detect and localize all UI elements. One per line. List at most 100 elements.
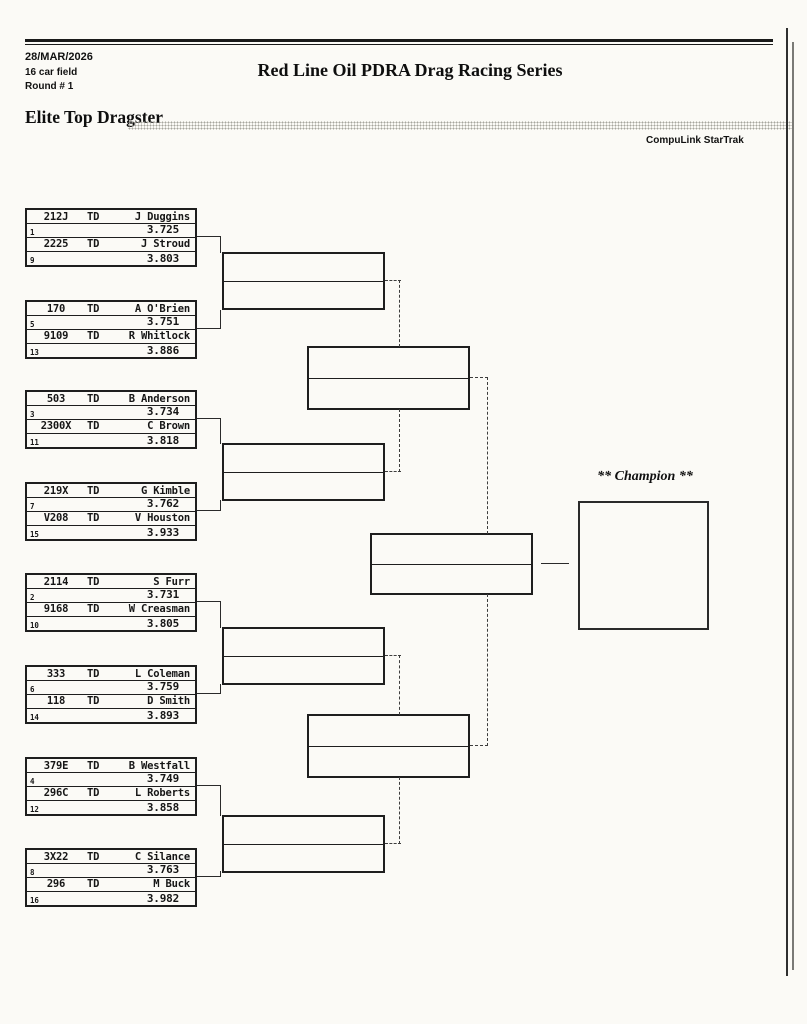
page-edge-line-outer bbox=[792, 42, 794, 970]
elapsed-time: 3.858 bbox=[146, 800, 179, 814]
class-code: TD bbox=[87, 667, 100, 680]
entry-time-row: 11 3.818 bbox=[27, 434, 195, 447]
entry-name-row: 333 TD L Coleman bbox=[27, 667, 195, 682]
round2-box-3 bbox=[222, 627, 385, 685]
divider-band bbox=[128, 121, 792, 130]
class-code: TD bbox=[87, 695, 100, 708]
connector-line bbox=[220, 785, 221, 816]
seed-number: 15 bbox=[30, 530, 39, 539]
elapsed-time: 3.803 bbox=[146, 251, 179, 265]
class-code: TD bbox=[87, 512, 100, 525]
bracket-entry: 9168 TD W Creasman 10 3.805 bbox=[27, 603, 195, 630]
entry-name-row: 503 TD B Anderson bbox=[27, 392, 195, 407]
connector-line bbox=[220, 310, 221, 329]
round2-box-1 bbox=[222, 252, 385, 310]
car-number: 503 bbox=[46, 392, 66, 405]
entry-time-row: 13 3.886 bbox=[27, 344, 195, 357]
driver-name: A O'Brien bbox=[134, 302, 190, 315]
entry-time-row: 6 3.759 bbox=[27, 681, 195, 695]
seed-number: 13 bbox=[30, 348, 39, 357]
entry-name-row: 3X22 TD C Silance bbox=[27, 850, 195, 865]
bracket-entry: 9109 TD R Whitlock 13 3.886 bbox=[27, 330, 195, 357]
winner-slot-top bbox=[224, 254, 383, 281]
seed-number: 5 bbox=[30, 319, 35, 329]
pairing-box-8: 3X22 TD C Silance 8 3.763 296 TD M Buck … bbox=[25, 848, 197, 907]
entry-name-row: 170 TD A O'Brien bbox=[27, 302, 195, 317]
connector-line bbox=[197, 693, 221, 694]
elapsed-time: 3.762 bbox=[146, 497, 179, 511]
entry-name-row: 296 TD M Buck bbox=[27, 878, 195, 893]
connector-line bbox=[197, 785, 221, 786]
connector-line bbox=[197, 328, 221, 329]
entry-time-row: 10 3.805 bbox=[27, 617, 195, 630]
winner-slot-top bbox=[224, 629, 383, 656]
entry-time-row: 8 3.763 bbox=[27, 864, 195, 878]
car-number: 296C bbox=[43, 787, 69, 800]
driver-name: G Kimble bbox=[141, 484, 190, 497]
class-code: TD bbox=[87, 850, 100, 863]
bracket-entry: 503 TD B Anderson 3 3.734 bbox=[27, 392, 195, 420]
entry-time-row: 1 3.725 bbox=[27, 224, 195, 238]
connector-line bbox=[220, 684, 221, 694]
seed-number: 12 bbox=[30, 805, 39, 814]
seed-number: 7 bbox=[30, 501, 35, 511]
bracket-entry: V208 TD V Houston 15 3.933 bbox=[27, 512, 195, 539]
header-meta: 28/MAR/2026 16 car field Round # 1 bbox=[25, 51, 93, 92]
car-number: 170 bbox=[46, 302, 66, 315]
winner-slot-bottom bbox=[372, 564, 531, 593]
entry-name-row: 118 TD D Smith bbox=[27, 695, 195, 710]
pairing-box-3: 503 TD B Anderson 3 3.734 2300X TD C Bro… bbox=[25, 390, 197, 449]
connector-line bbox=[220, 601, 221, 628]
connector-dashed bbox=[399, 280, 400, 347]
seed-number: 4 bbox=[30, 776, 35, 786]
top-border-rule-thick bbox=[25, 39, 773, 42]
winner-slot-top bbox=[309, 716, 468, 746]
entry-time-row: 4 3.749 bbox=[27, 773, 195, 787]
driver-name: R Whitlock bbox=[128, 330, 190, 343]
driver-name: D Smith bbox=[147, 695, 190, 708]
driver-name: L Roberts bbox=[134, 787, 190, 800]
bracket-entry: 2225 TD J Stroud 9 3.803 bbox=[27, 238, 195, 265]
connector-dashed bbox=[385, 280, 401, 281]
car-number: 118 bbox=[46, 695, 66, 708]
car-number: 3X22 bbox=[43, 850, 69, 863]
bracket-entry: 3X22 TD C Silance 8 3.763 bbox=[27, 850, 195, 878]
entry-time-row: 7 3.762 bbox=[27, 497, 195, 512]
series-title: Red Line Oil PDRA Drag Racing Series bbox=[257, 60, 563, 80]
event-date: 28/MAR/2026 bbox=[25, 51, 93, 63]
connector-line bbox=[220, 500, 221, 511]
connector-dashed bbox=[399, 655, 400, 715]
driver-name: S Furr bbox=[153, 575, 190, 588]
driver-name: J Duggins bbox=[134, 210, 190, 223]
connector-line bbox=[197, 418, 221, 419]
car-number: 2225 bbox=[43, 238, 69, 251]
class-code: TD bbox=[87, 787, 100, 800]
elapsed-time: 3.805 bbox=[146, 616, 179, 630]
winner-slot-top bbox=[309, 348, 468, 378]
car-number: 219X bbox=[43, 484, 69, 497]
entry-time-row: 5 3.751 bbox=[27, 316, 195, 330]
class-code: TD bbox=[87, 759, 100, 772]
connector-dashed bbox=[385, 655, 401, 656]
bracket-entry: 333 TD L Coleman 6 3.759 bbox=[27, 667, 195, 695]
elapsed-time: 3.933 bbox=[146, 525, 179, 539]
car-number: 2300X bbox=[40, 420, 72, 433]
bracket-entry: 212J TD J Duggins 1 3.725 bbox=[27, 210, 195, 238]
connector-line bbox=[197, 876, 221, 877]
seed-number: 1 bbox=[30, 227, 35, 237]
bracket-entry: 296 TD M Buck 16 3.982 bbox=[27, 878, 195, 905]
winner-slot-top bbox=[224, 817, 383, 844]
driver-name: C Brown bbox=[147, 420, 190, 433]
class-code: TD bbox=[87, 575, 100, 588]
connector-dashed bbox=[385, 471, 401, 472]
champion-label: ** Champion ** bbox=[597, 469, 693, 484]
winner-slot-bottom bbox=[224, 656, 383, 683]
car-number: 9109 bbox=[43, 330, 69, 343]
connector-dashed bbox=[399, 409, 400, 472]
seed-number: 10 bbox=[30, 621, 39, 630]
class-code: TD bbox=[87, 302, 100, 315]
entry-name-row: 296C TD L Roberts bbox=[27, 787, 195, 802]
seed-number: 9 bbox=[30, 256, 35, 265]
entry-time-row: 12 3.858 bbox=[27, 801, 195, 814]
